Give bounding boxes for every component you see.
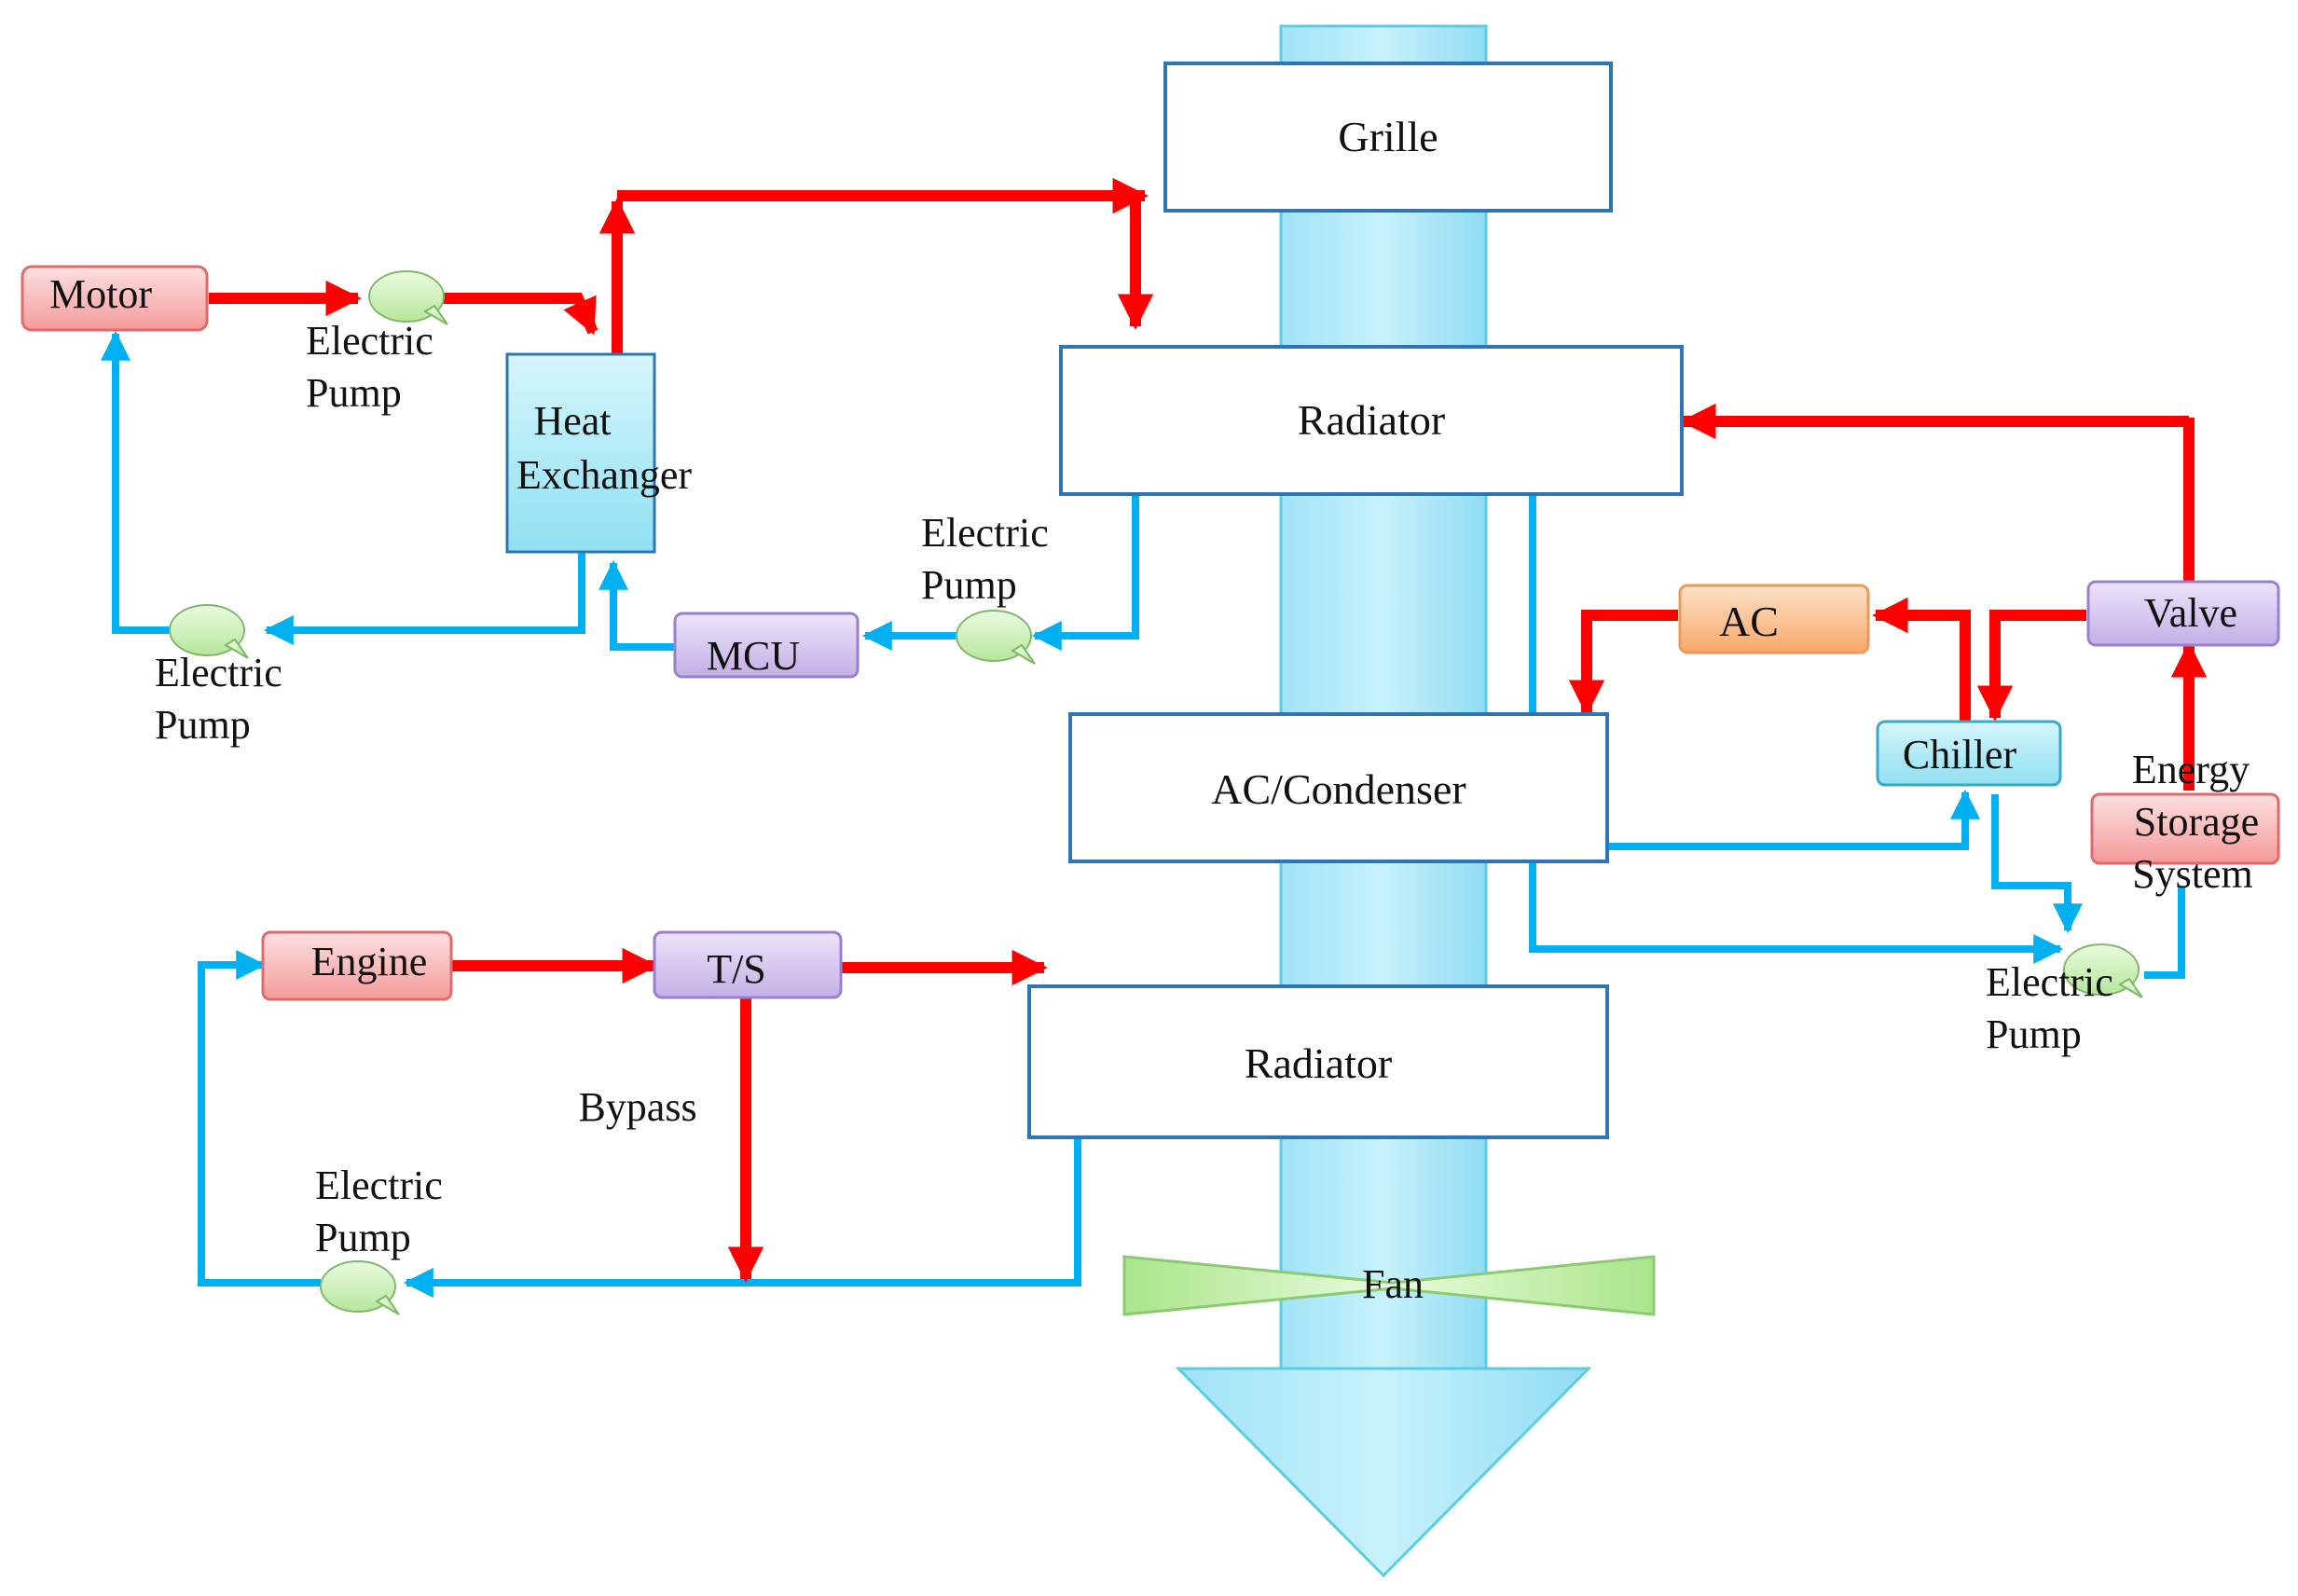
flow-chiller-to-ac	[1872, 597, 1971, 722]
pump-engine-label-line2: Pump	[315, 1215, 411, 1260]
hot-coolant-lines	[209, 177, 2208, 1283]
electric-pump-ess: Electric Pump	[1986, 943, 2143, 1057]
engine-label: Engine	[311, 939, 428, 984]
ess-label-line2: Storage	[2134, 799, 2259, 845]
pump-ess-label-line2: Pump	[1986, 1011, 2082, 1057]
flow-radiator-to-pump	[1031, 494, 1139, 651]
electric-pump-mcu: Electric Pump	[921, 510, 1049, 665]
energy-storage-system-box: Energy Storage System	[2090, 747, 2280, 897]
electric-pump-hx-return: Electric Pump	[155, 604, 282, 748]
mcu-box: MCU	[673, 612, 860, 679]
flow-valve-to-radiator	[1680, 403, 2195, 440]
flow-pump-to-motor	[101, 330, 173, 634]
flow-hx-to-pump	[263, 550, 585, 645]
pump-mcu-label-line1: Electric	[921, 510, 1049, 556]
heat-exchanger-label-line1: Heat	[533, 398, 611, 444]
radiator-bottom-box: Radiator	[1027, 984, 1609, 1139]
bypass-label: Bypass	[578, 1084, 696, 1130]
ac-condenser-label: AC/Condenser	[1211, 765, 1465, 813]
motor-label: Motor	[49, 271, 152, 317]
radiator-bottom-label: Radiator	[1245, 1039, 1392, 1087]
valve-box: Valve	[2086, 580, 2280, 647]
pump-motor-label-line1: Electric	[306, 318, 433, 364]
fan: Fan	[1122, 1255, 1656, 1316]
ess-label-line3: System	[2132, 851, 2253, 897]
cold-coolant-lines	[101, 330, 2185, 1298]
pump-hx-label-line1: Electric	[155, 650, 282, 695]
pump-mcu-label-line2: Pump	[921, 562, 1017, 608]
ac-label: AC	[1719, 598, 1779, 645]
flow-pump-to-engine	[198, 950, 321, 1286]
flow-radiator-to-esspump	[1529, 477, 2064, 964]
motor-box: Motor	[21, 265, 209, 332]
valve-label: Valve	[2144, 590, 2237, 636]
grille-label: Grille	[1338, 113, 1438, 160]
flow-valve-to-chiller	[1976, 610, 2086, 722]
flow-pump-to-hx	[440, 293, 599, 336]
flow-condenser-to-chiller	[1607, 789, 1980, 850]
engine-box: Engine	[261, 930, 453, 1001]
chiller-box: Chiller	[1876, 720, 2062, 787]
radiator-top-box: Radiator	[1059, 345, 1684, 496]
chiller-label: Chiller	[1903, 732, 2017, 777]
radiator-top-label: Radiator	[1298, 396, 1445, 444]
ac-box: AC	[1678, 584, 1870, 654]
flow-ac-to-condenser	[1568, 610, 1678, 716]
airflow-column	[1175, 24, 1592, 1578]
thermostat-label: T/S	[707, 946, 766, 992]
pump-hx-label-line2: Pump	[155, 702, 251, 748]
pump-ess-label-line1: Electric	[1986, 959, 2113, 1005]
mcu-label: MCU	[707, 633, 800, 679]
grille-box: Grille	[1163, 62, 1613, 213]
flow-mcu-to-hx	[599, 559, 675, 651]
flow-pump-to-ess	[2144, 886, 2185, 979]
electric-pump-engine: Electric Pump	[315, 1163, 443, 1315]
heat-exchanger-box: Heat Exchanger	[505, 352, 692, 554]
pump-motor-label-line2: Pump	[306, 370, 402, 416]
fan-label: Fan	[1362, 1261, 1424, 1307]
thermostat-box: T/S	[653, 930, 843, 999]
flow-chiller-to-pump	[1991, 794, 2083, 934]
heat-exchanger-label-line2: Exchanger	[516, 452, 692, 498]
ess-label-line1: Energy	[2132, 747, 2250, 792]
ac-condenser-box: AC/Condenser	[1068, 712, 1609, 863]
pump-engine-label-line1: Electric	[315, 1163, 443, 1208]
flow-radiator-to-engine-pump	[403, 1137, 1081, 1298]
electric-pump-motor: Electric Pump	[306, 270, 448, 416]
